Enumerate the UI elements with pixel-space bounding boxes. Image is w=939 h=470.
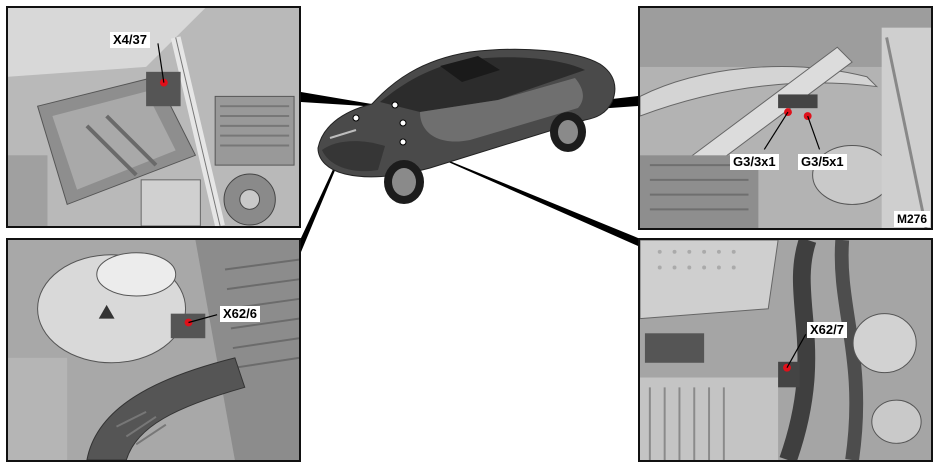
panel-bottom-right: X62/7: [638, 238, 933, 462]
car-location-dot: [391, 101, 399, 109]
engine-bay-illustration: [8, 8, 299, 226]
car-illustration: [317, 48, 616, 204]
panel-top-left: X4/37: [6, 6, 301, 228]
leader-wedge-top-left: [301, 92, 395, 108]
marker-dot: [783, 363, 791, 372]
callout-label-g3-5x1: G3/5x1: [798, 154, 847, 170]
leader-wedge-top-right: [403, 96, 638, 123]
callout-label: X62/7: [807, 322, 847, 338]
car-location-dot: [399, 138, 407, 146]
panel-bottom-left: X62/6: [6, 238, 301, 462]
engine-top-illustration: [640, 8, 931, 228]
leader-wedge-bottom-left: [301, 120, 356, 252]
coolant-reservoir-illustration: [8, 240, 299, 460]
callout-label-g3-3x1: G3/3x1: [730, 154, 779, 170]
engine-code-tag: M276: [893, 211, 930, 227]
marker-dot: [159, 78, 168, 87]
car-location-dot: [399, 119, 407, 127]
callout-label: X4/37: [110, 32, 150, 48]
panel-top-right: G3/3x1 G3/5x1 M276: [638, 6, 933, 230]
leader-wedge-bottom-right: [403, 142, 638, 246]
car-location-dot: [352, 114, 360, 122]
connector-area-illustration: [640, 240, 931, 460]
callout-label: X62/6: [220, 306, 260, 322]
